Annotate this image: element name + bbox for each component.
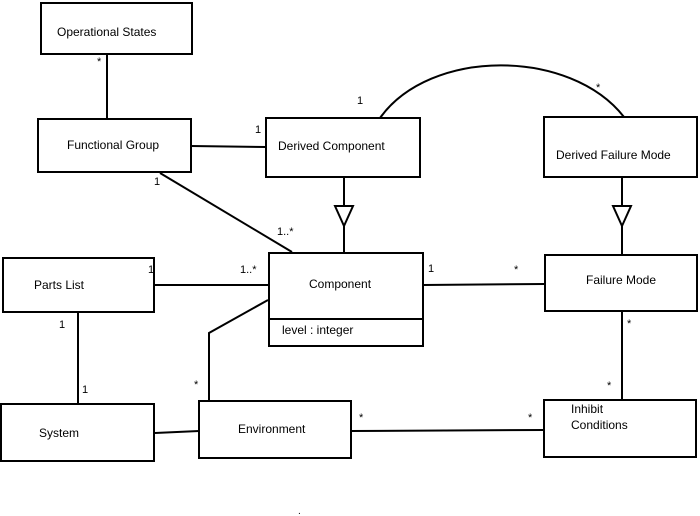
stray-dot: . xyxy=(298,506,301,516)
class-derived-failure-mode: Derived Failure Mode xyxy=(543,116,698,178)
multiplicity-env-inhibit-inhibit-end: * xyxy=(528,412,533,424)
multiplicity-opstates-fg: * xyxy=(97,56,102,68)
class-system-name: System xyxy=(39,426,80,440)
class-environment-name: Environment xyxy=(238,422,306,436)
multiplicity-parts-system-parts-end: 1 xyxy=(59,319,66,331)
assoc-derived-component-derived-failure-mode xyxy=(379,64,625,119)
assoc-functional-group-component xyxy=(159,172,293,253)
assoc-environment-inhibit-conditions xyxy=(350,429,545,432)
class-functional-group-name: Functional Group xyxy=(67,138,160,152)
multiplicity-parts-comp-comp-end: 1..* xyxy=(240,264,257,276)
class-inhibit-conditions-name-line2: Conditions xyxy=(571,418,628,432)
multiplicity-fm-inhibit-fm-end: * xyxy=(627,318,632,330)
assoc-component-failure-mode xyxy=(422,283,546,286)
multiplicity-comp-env-env-end: * xyxy=(194,379,199,391)
class-derived-failure-mode-name: Derived Failure Mode xyxy=(556,148,671,162)
assoc-component-environment xyxy=(208,299,269,401)
multiplicity-fg-comp-comp-end: 1..* xyxy=(277,226,294,238)
generalization-arrowhead-component xyxy=(333,205,355,229)
class-parts-list-name: Parts List xyxy=(34,278,85,292)
multiplicity-fg-dc: 1 xyxy=(255,124,262,136)
class-parts-list: Parts List xyxy=(2,257,155,313)
class-inhibit-conditions: Inhibit Conditions xyxy=(543,399,697,458)
class-component-name: Component xyxy=(309,277,372,291)
multiplicity-env-inhibit-env-end: * xyxy=(359,412,364,424)
generalization-arrowhead-failure-mode xyxy=(611,205,633,229)
class-derived-component: Derived Component xyxy=(265,117,421,178)
class-operational-states: Operational States xyxy=(40,2,193,55)
class-component: Component xyxy=(268,252,424,320)
multiplicity-parts-comp-parts-end: 1 xyxy=(148,264,155,276)
class-failure-mode: Failure Mode xyxy=(544,254,698,312)
multiplicity-fg-comp-fg-end: 1 xyxy=(154,176,161,188)
class-environment: Environment xyxy=(198,400,352,459)
multiplicity-comp-fm-comp-end: 1 xyxy=(428,263,435,275)
multiplicity-comp-fm-fm-end: * xyxy=(514,264,519,276)
class-failure-mode-name: Failure Mode xyxy=(586,273,657,287)
assoc-system-environment xyxy=(154,430,200,434)
class-derived-component-name: Derived Component xyxy=(278,139,385,153)
class-inhibit-conditions-name-line1: Inhibit xyxy=(571,402,604,416)
multiplicity-fm-inhibit-inhibit-end: * xyxy=(607,380,612,392)
multiplicity-dc-dfm-dfm-end: * xyxy=(596,82,601,94)
class-operational-states-name: Operational States xyxy=(57,25,157,39)
class-component-attributes: level : integer xyxy=(268,318,424,347)
assoc-functional-group-derived-component xyxy=(190,145,267,148)
class-system: System xyxy=(0,403,155,462)
multiplicity-dc-dfm-dc-end: 1 xyxy=(357,95,364,107)
multiplicity-parts-system-system-end: 1 xyxy=(82,384,89,396)
class-component-attribute-level: level : integer xyxy=(282,323,354,337)
class-functional-group: Functional Group xyxy=(37,118,192,173)
